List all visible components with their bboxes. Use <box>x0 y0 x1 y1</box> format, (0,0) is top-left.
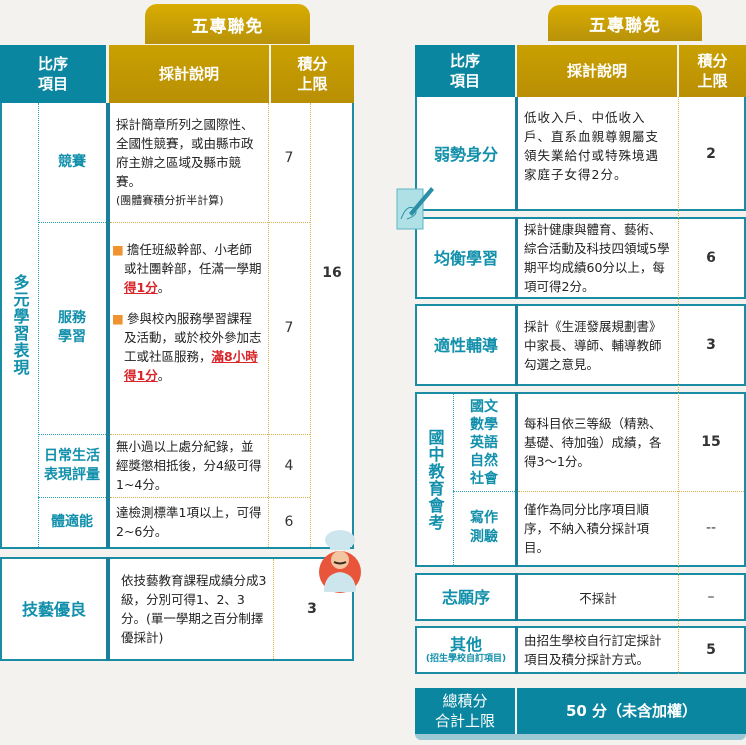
subjects-label: 國文 數學 英語 自然 社會 <box>470 398 498 487</box>
other-sub-label: (招生學校自訂項目) <box>425 654 507 664</box>
writing-desc: 僅作為同分比序項目順序，不納入積分採計項目。 <box>524 501 650 555</box>
row-label: 服務 學習 <box>58 310 86 345</box>
left-group-box <box>0 103 354 549</box>
row-points: 7 <box>284 150 294 166</box>
row-label: 適性輔導 <box>433 335 498 355</box>
divider <box>268 103 269 547</box>
row-desc: 無小過以上處分紀錄，並經獎懲相抵後，分4級可得1~4分。 <box>116 439 262 492</box>
divider <box>515 304 518 386</box>
divider <box>106 103 110 548</box>
divider <box>515 217 518 299</box>
divider <box>453 394 454 565</box>
row-points: 6 <box>284 514 294 530</box>
divider <box>110 434 310 435</box>
divider <box>110 222 310 223</box>
other-desc: 由招生學校自行訂定採計項目及積分採計方式。 <box>524 633 662 667</box>
bullet-icon: ■ <box>112 311 124 326</box>
skill-box <box>0 557 354 661</box>
row-points: 7 <box>284 320 294 336</box>
row-desc: 採計健康與體育、藝術、綜合活動及科技四領域5學期平均成績60分以上，每項可得2分… <box>524 222 670 294</box>
row-label: 弱勢身分 <box>433 144 498 164</box>
row-points: 6 <box>706 250 716 266</box>
bullet-text: 。 <box>157 368 171 383</box>
total-label: 總積分 合計上限 <box>415 688 515 734</box>
divider <box>453 491 515 492</box>
subjects-desc: 每科目依三等級（精熟、基礎、待加強）成績，各得3～1分。 <box>524 416 662 469</box>
left-header-item: 比序 項目 <box>0 45 106 103</box>
left-header-desc: 採計說明 <box>109 45 269 103</box>
right-header-desc: 採計說明 <box>517 45 677 97</box>
bullet-item: ■參與校內服務學習課程及活動，或於校外參加志工或社區服務，滿8小時得1分。 <box>112 309 262 385</box>
row-points: 4 <box>284 457 294 474</box>
divider <box>38 222 106 223</box>
left-tab-title: 五專聯免 <box>145 4 310 44</box>
row-box <box>415 217 746 299</box>
subjects-points: 15 <box>701 434 721 450</box>
group-label: 多元學習表現 <box>10 274 30 376</box>
left-header-max: 積分 上限 <box>271 45 354 103</box>
right-tab-title: 五專聯免 <box>548 5 702 41</box>
skill-label: 技藝優良 <box>21 599 86 619</box>
divider <box>273 559 274 659</box>
bullet-text: 參與校內服務學習課程及活動，或於校外參加志工或社區服務， <box>124 311 262 364</box>
bullet-text: 擔任班級幹部、小老師或社團幹部，任滿一學期 <box>124 242 262 276</box>
row-points: 2 <box>706 146 716 162</box>
divider <box>106 557 110 661</box>
notepad-pencil-icon <box>395 183 435 233</box>
row-desc: 達檢測標準1項以上，可得2~6分。 <box>116 505 262 539</box>
row-box <box>415 304 746 386</box>
bullet-icon: ■ <box>112 242 124 257</box>
bullet-item: ■擔任班級幹部、小老師或社團幹部，任滿一學期得1分。 <box>112 240 262 297</box>
divider <box>38 497 106 498</box>
divider <box>310 103 311 547</box>
exam-label: 國中教育會考 <box>425 428 445 531</box>
writing-points: -- <box>705 520 717 536</box>
wish-points: – <box>707 589 715 605</box>
row-label: 均衡學習 <box>433 248 498 268</box>
divider <box>38 103 39 547</box>
bullet-text: 。 <box>157 280 171 295</box>
row-desc: 採計《生涯發展規劃書》中家長、導師、輔導教師勾選之意見。 <box>524 318 662 372</box>
writing-label: 寫作 測驗 <box>470 510 498 545</box>
row-desc: 採計簡章所列之國際性、全國性競賽，或由縣市政府主辦之區域及縣市競賽。 <box>116 117 254 189</box>
chef-illustration-icon <box>318 528 362 594</box>
exam-box <box>415 392 746 567</box>
divider <box>518 491 744 492</box>
divider <box>515 573 518 621</box>
divider <box>515 626 518 674</box>
highlight-text: 滿8小時得1分 <box>124 349 258 383</box>
total-value: 50 分（未含加權） <box>517 688 746 734</box>
skill-points: 3 <box>307 601 317 617</box>
row-points: 3 <box>706 337 716 353</box>
other-box <box>415 626 746 674</box>
divider <box>515 97 518 211</box>
divider <box>110 497 310 498</box>
divider <box>38 434 106 435</box>
right-header-item: 比序 項目 <box>415 45 515 97</box>
divider <box>678 97 679 674</box>
row-label: 日常生活 表現評量 <box>44 447 100 483</box>
wish-label: 志願序 <box>441 587 490 607</box>
row-box <box>415 97 746 211</box>
other-label: 其他 <box>449 635 482 654</box>
right-header-max: 積分 上限 <box>679 45 746 97</box>
row-note: (團體賽積分折半計算) <box>116 194 224 207</box>
highlight-text: 得1分 <box>124 280 158 295</box>
skill-desc: 依技藝教育課程成績分成3級，分別可得1、2、3分。(單一學期之百分制擇優採計) <box>121 573 267 645</box>
row-desc: 低收入戶、中低收入戶、直系血親尊親屬支領失業給付或特殊境遇家庭子女得2分。 <box>524 110 660 182</box>
divider <box>515 392 518 567</box>
wish-box <box>415 573 746 621</box>
group-total: 16 <box>322 265 342 281</box>
wish-desc: 不採計 <box>579 590 617 606</box>
other-points: 5 <box>706 642 716 658</box>
row-label: 競賽 <box>58 154 86 170</box>
total-shadow <box>415 734 746 740</box>
row-label: 體適能 <box>51 513 93 530</box>
